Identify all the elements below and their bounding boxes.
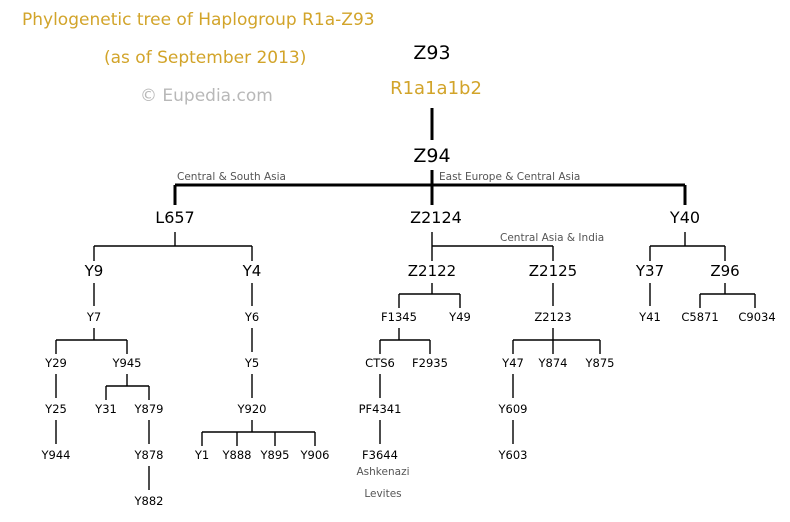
node-f1345: F1345 bbox=[381, 310, 417, 324]
node-y906: Y906 bbox=[300, 448, 330, 462]
node-y878: Y878 bbox=[134, 448, 164, 462]
node-y49: Y49 bbox=[449, 310, 471, 324]
node-y47: Y47 bbox=[502, 356, 524, 370]
node-z93: Z93 bbox=[413, 42, 451, 64]
node-y882: Y882 bbox=[134, 494, 164, 508]
note-ashkenazi: Ashkenazi bbox=[356, 466, 410, 478]
node-y879: Y879 bbox=[134, 402, 164, 416]
title-line-2: (as of September 2013) bbox=[104, 48, 307, 68]
node-y40: Y40 bbox=[669, 208, 701, 227]
note-central-asia-india: Central Asia & India bbox=[500, 232, 605, 244]
node-y4: Y4 bbox=[242, 262, 262, 280]
node-y7: Y7 bbox=[86, 310, 102, 324]
node-y874: Y874 bbox=[538, 356, 568, 370]
node-y31: Y31 bbox=[95, 402, 117, 416]
note-levites: Levites bbox=[364, 488, 402, 500]
node-y6: Y6 bbox=[244, 310, 260, 324]
node-l657: L657 bbox=[155, 208, 195, 227]
node-y25: Y25 bbox=[45, 402, 67, 416]
node-z96: Z96 bbox=[710, 262, 740, 280]
node-f3644: F3644 bbox=[362, 448, 398, 462]
node-r1a1a1b2: R1a1a1b2 bbox=[390, 78, 482, 99]
copyright-notice: © Eupedia.com bbox=[140, 86, 273, 106]
node-y944: Y944 bbox=[41, 448, 71, 462]
node-y875: Y875 bbox=[585, 356, 615, 370]
node-c9034: C9034 bbox=[738, 310, 776, 324]
node-y1: Y1 bbox=[194, 448, 210, 462]
node-pf4341: PF4341 bbox=[358, 402, 402, 416]
node-cts6: CTS6 bbox=[365, 356, 395, 370]
node-z2124: Z2124 bbox=[410, 208, 462, 227]
node-y29: Y29 bbox=[45, 356, 67, 370]
node-y41: Y41 bbox=[639, 310, 661, 324]
node-z2122: Z2122 bbox=[407, 262, 457, 280]
node-y603: Y603 bbox=[498, 448, 528, 462]
note-east-europe-central-asia: East Europe & Central Asia bbox=[439, 171, 581, 183]
node-y895: Y895 bbox=[260, 448, 290, 462]
node-z94: Z94 bbox=[413, 145, 451, 167]
node-y37: Y37 bbox=[635, 262, 665, 280]
node-f2935: F2935 bbox=[412, 356, 448, 370]
node-z2123: Z2123 bbox=[534, 310, 572, 324]
node-y609: Y609 bbox=[498, 402, 528, 416]
node-z2125: Z2125 bbox=[528, 262, 578, 280]
node-y5: Y5 bbox=[244, 356, 260, 370]
node-y9: Y9 bbox=[84, 262, 104, 280]
node-y920: Y920 bbox=[237, 402, 267, 416]
node-c5871: C5871 bbox=[681, 310, 719, 324]
title-line-1: Phylogenetic tree of Haplogroup R1a-Z93 bbox=[22, 10, 375, 30]
node-y888: Y888 bbox=[222, 448, 252, 462]
node-y945: Y945 bbox=[112, 356, 142, 370]
note-central-south-asia: Central & South Asia bbox=[177, 171, 286, 183]
